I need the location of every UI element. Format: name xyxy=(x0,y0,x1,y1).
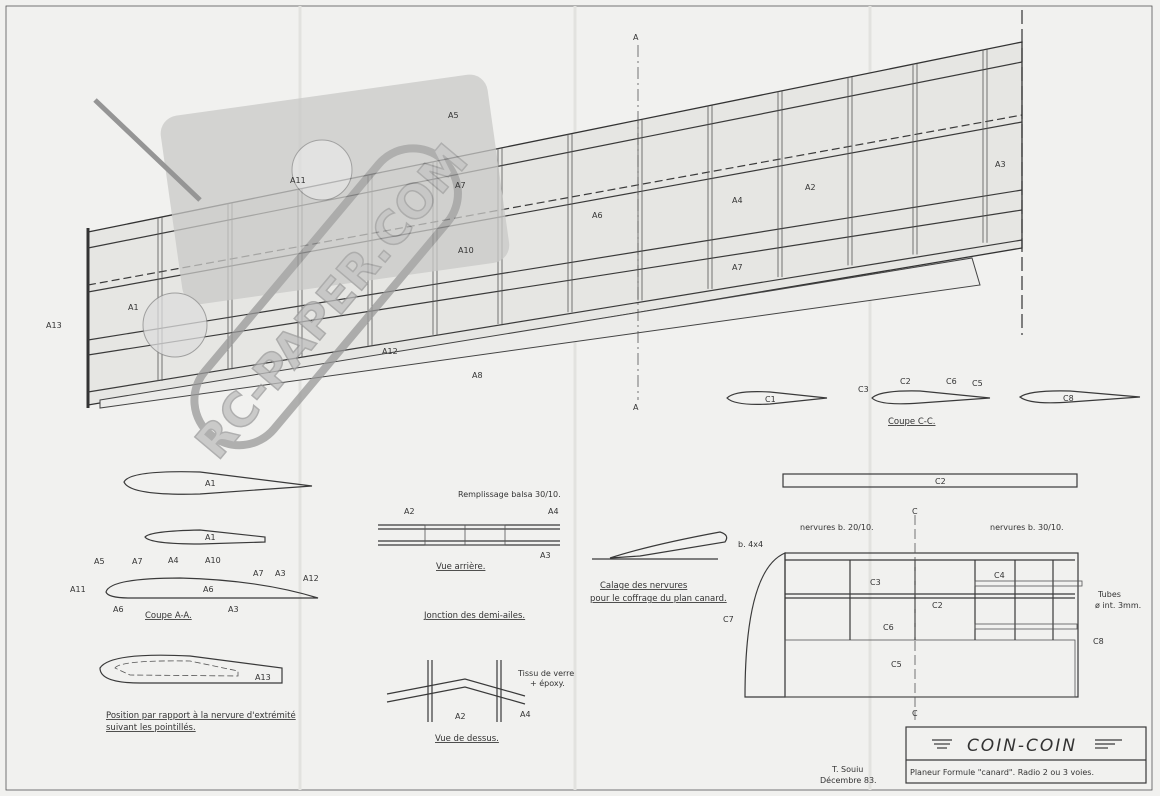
part-label: A11 xyxy=(290,176,306,185)
vue-dessus-note: Tissu de verre xyxy=(517,669,574,678)
canard-plan-drawing xyxy=(744,515,1083,720)
part-label: A7 xyxy=(132,557,143,566)
part-label: A12 xyxy=(382,347,398,356)
part-label: C7 xyxy=(723,615,734,624)
part-label: A12 xyxy=(303,574,319,583)
part-label: A3 xyxy=(275,569,286,578)
plan-title: COIN-COIN xyxy=(967,736,1077,756)
part-label: C2 xyxy=(900,377,911,386)
coupe-cc-caption: Coupe C-C. xyxy=(888,417,936,427)
section-marker-a: A xyxy=(633,403,639,412)
coupe-aa-section xyxy=(105,577,319,599)
section-marker-c: C xyxy=(912,507,918,516)
jonction-caption: Jonction des demi-ailes. xyxy=(423,611,525,621)
sheet-border xyxy=(5,5,1153,791)
part-label: A1 xyxy=(128,303,139,312)
position-note: Position par rapport à la nervure d'extr… xyxy=(106,710,296,721)
profile-coupe-cc xyxy=(871,390,991,405)
part-label: C8 xyxy=(1063,394,1074,403)
part-label: C2 xyxy=(932,601,943,610)
part-label: A3 xyxy=(228,605,239,614)
part-label: A2 xyxy=(455,712,466,721)
part-label: A2 xyxy=(404,507,415,516)
part-label: A5 xyxy=(94,557,105,566)
part-label: A4 xyxy=(732,196,743,205)
part-label: C5 xyxy=(972,379,983,388)
part-label: C3 xyxy=(858,385,869,394)
rib-a1-small xyxy=(144,529,266,545)
part-label: C3 xyxy=(870,578,881,587)
part-label: A13 xyxy=(46,321,62,330)
part-label: C6 xyxy=(883,623,894,632)
profile-c8 xyxy=(1018,390,1141,404)
part-label: A11 xyxy=(70,585,86,594)
vue-arriere-note: Remplissage balsa 30/10. xyxy=(458,490,561,499)
canard-note: nervures b. 20/10. xyxy=(800,523,874,532)
author: T. Souiu xyxy=(831,765,863,774)
part-label: A3 xyxy=(540,551,551,560)
coupe-aa-caption: Coupe A-A. xyxy=(145,611,192,621)
position-note: suivant les pointillés. xyxy=(106,722,196,733)
section-marker-c: C xyxy=(912,709,918,718)
profile-c1 xyxy=(726,391,828,405)
part-label: A8 xyxy=(472,371,483,380)
part-label: A4 xyxy=(520,710,531,719)
part-label: A7 xyxy=(455,181,466,190)
vue-arriere-caption: Vue arrière. xyxy=(436,561,485,572)
part-label: A7 xyxy=(253,569,264,578)
calage-note: b. 4x4 xyxy=(738,540,763,549)
part-label: A6 xyxy=(592,211,603,220)
part-label: A1 xyxy=(205,533,216,542)
tubes-note: Tubes xyxy=(1097,590,1121,599)
vue-dessus-note: + époxy. xyxy=(530,678,565,688)
part-label: C6 xyxy=(946,377,957,386)
part-label: A1 xyxy=(205,479,216,488)
part-label: A6 xyxy=(203,585,214,594)
canard-note: nervures b. 30/10. xyxy=(990,523,1064,532)
part-label: C4 xyxy=(994,571,1005,580)
vue-dessus-drawing xyxy=(386,660,526,722)
part-label: A13 xyxy=(255,673,271,682)
part-label: A6 xyxy=(113,605,124,614)
part-label: C5 xyxy=(891,660,902,669)
vue-arriere-drawing xyxy=(378,524,560,546)
part-label: C2 xyxy=(935,477,946,486)
rib-a1 xyxy=(123,471,313,495)
vue-dessus-caption: Vue de dessus. xyxy=(435,734,499,744)
calage-caption: Calage des nervures xyxy=(600,581,688,591)
part-label: C8 xyxy=(1093,637,1104,646)
date: Décembre 83. xyxy=(820,775,877,785)
part-a13 xyxy=(99,654,283,684)
wing-emblem-icon xyxy=(932,739,1122,749)
part-c2-plank xyxy=(782,473,1078,488)
part-label: A4 xyxy=(168,556,179,565)
calage-caption: pour le coffrage du plan canard. xyxy=(590,594,727,604)
part-label: A10 xyxy=(458,246,474,255)
part-label: A3 xyxy=(995,160,1006,169)
plan-subtitle: Planeur Formule "canard". Radio 2 ou 3 v… xyxy=(910,768,1094,777)
section-marker-a: A xyxy=(633,33,639,42)
part-label: A4 xyxy=(548,507,559,516)
title-block xyxy=(905,726,1147,784)
calage-drawing xyxy=(592,531,728,560)
part-label: A5 xyxy=(448,111,459,120)
tubes-note: ø int. 3mm. xyxy=(1095,601,1141,610)
tip-rib-outline xyxy=(114,660,239,677)
part-label: C1 xyxy=(765,395,776,404)
part-label: A10 xyxy=(205,556,221,565)
part-label: A7 xyxy=(732,263,743,272)
part-label: A2 xyxy=(805,183,816,192)
